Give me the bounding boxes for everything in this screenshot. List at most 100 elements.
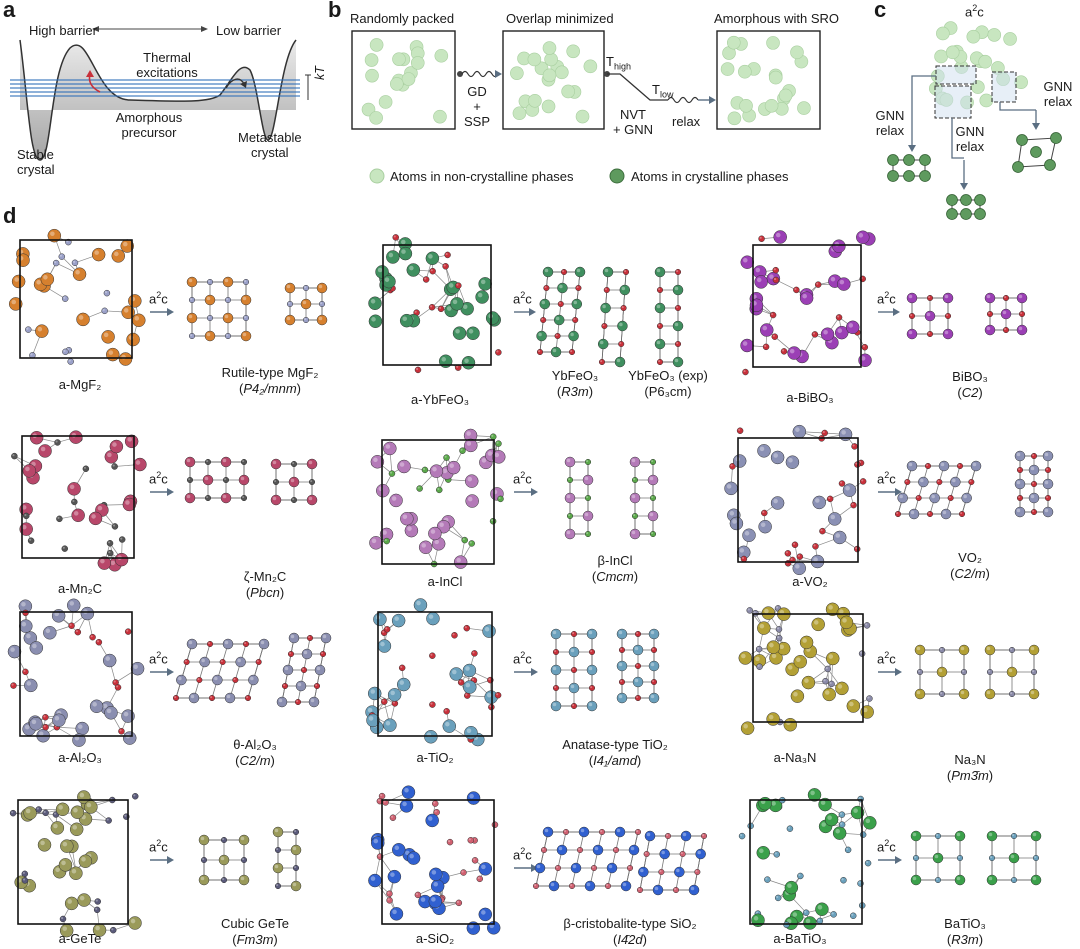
atom-highlight bbox=[11, 683, 14, 686]
atom-highlight bbox=[910, 510, 915, 515]
atom-minor bbox=[814, 281, 822, 288]
atom-highlight bbox=[586, 496, 589, 499]
atom-highlight bbox=[586, 460, 589, 463]
arrow-head bbox=[531, 864, 538, 872]
atom-minor bbox=[188, 332, 196, 340]
atom-highlight bbox=[103, 332, 109, 338]
atom-highlight bbox=[288, 302, 291, 305]
atom-minor bbox=[584, 494, 592, 502]
a2c-label-r3c2: a2c bbox=[513, 650, 532, 667]
atom-minor bbox=[200, 856, 208, 864]
a2c-label-r3c1: a2c bbox=[149, 650, 168, 667]
atom-minor bbox=[467, 837, 474, 844]
atom-highlight bbox=[742, 341, 748, 346]
crystal-ybfeo3 bbox=[536, 266, 586, 358]
atom-highlight bbox=[795, 427, 800, 432]
atom-highlight bbox=[455, 328, 460, 334]
atom-highlight bbox=[477, 292, 483, 298]
atom-highlight bbox=[106, 818, 109, 821]
atom-highlight bbox=[956, 876, 961, 881]
atom-highlight bbox=[318, 284, 323, 289]
atom-highlight bbox=[896, 512, 899, 515]
atom-highlight bbox=[572, 632, 575, 635]
atom-major bbox=[69, 822, 84, 837]
atom-minor bbox=[22, 668, 29, 676]
atom-major bbox=[202, 474, 214, 486]
atom-minor bbox=[938, 646, 946, 654]
atom-major bbox=[766, 640, 781, 654]
atom-highlight bbox=[866, 861, 869, 864]
atom-highlight bbox=[95, 907, 98, 910]
atom-highlight bbox=[986, 690, 991, 695]
atom-highlight bbox=[272, 460, 277, 465]
atom-minor bbox=[220, 836, 228, 844]
atom-highlight bbox=[434, 539, 439, 545]
atom-highlight bbox=[186, 494, 191, 499]
atom-highlight bbox=[242, 460, 245, 463]
atom-highlight bbox=[820, 529, 823, 532]
crop-box-3 bbox=[991, 71, 1017, 103]
atom-highlight bbox=[69, 484, 75, 490]
atom-highlight bbox=[760, 522, 766, 528]
atom-minor bbox=[109, 926, 117, 934]
atom-major bbox=[288, 632, 300, 644]
atom-highlight bbox=[402, 316, 408, 321]
atom-highlight bbox=[498, 496, 501, 500]
atom-minor bbox=[196, 676, 203, 684]
atom-highlight bbox=[785, 551, 789, 554]
atom-highlight bbox=[649, 476, 654, 481]
atom-minor bbox=[1008, 690, 1016, 698]
atom-highlight bbox=[555, 334, 558, 337]
atom-major bbox=[464, 438, 478, 453]
atom-minor bbox=[859, 831, 867, 838]
atom-major bbox=[564, 492, 576, 504]
atom-major bbox=[629, 528, 641, 540]
atom-highlight bbox=[244, 280, 247, 283]
atom-major bbox=[648, 628, 660, 640]
atom-minor bbox=[618, 646, 626, 654]
atom-highlight bbox=[558, 846, 563, 851]
atom-major bbox=[757, 621, 771, 635]
atom-highlight bbox=[402, 514, 408, 520]
atom-minor bbox=[756, 663, 763, 670]
atom-highlight bbox=[468, 329, 474, 334]
atom-highlight bbox=[905, 480, 908, 483]
atom-minor bbox=[634, 694, 642, 702]
atom-highlight bbox=[466, 431, 471, 436]
atom-highlight bbox=[1032, 510, 1035, 513]
unit-cell bbox=[639, 835, 705, 891]
atom-minor bbox=[101, 307, 108, 315]
atom-highlight bbox=[481, 458, 487, 463]
atom-highlight bbox=[813, 544, 816, 547]
crop-box-2 bbox=[934, 85, 972, 119]
atom-major bbox=[220, 492, 232, 504]
atom-highlight bbox=[112, 442, 117, 447]
atom-highlight bbox=[62, 841, 68, 847]
atom-highlight bbox=[446, 306, 452, 311]
atom-major bbox=[124, 434, 139, 449]
atom-major bbox=[270, 458, 282, 470]
atom-major bbox=[368, 873, 382, 888]
atom-major bbox=[461, 355, 476, 370]
atom-highlight bbox=[839, 279, 845, 285]
atom-highlight bbox=[586, 882, 591, 887]
atom-highlight bbox=[402, 801, 407, 807]
atom-major bbox=[906, 460, 918, 472]
atom-noncrystalline bbox=[966, 29, 981, 44]
atom-highlight bbox=[54, 715, 60, 721]
atom-highlight bbox=[759, 236, 762, 239]
atom-highlight bbox=[674, 322, 679, 327]
atom-major bbox=[377, 639, 392, 653]
atom-highlight bbox=[772, 334, 775, 337]
atom-highlight bbox=[250, 676, 254, 681]
atom-highlight bbox=[755, 656, 760, 662]
atom-minor bbox=[793, 286, 800, 294]
a2c-label-r1c3: a2c bbox=[877, 290, 896, 307]
atom-minor bbox=[302, 284, 310, 292]
atom-minor bbox=[944, 312, 952, 320]
overlap-minimized-box bbox=[502, 30, 605, 130]
atom-major bbox=[1006, 666, 1018, 678]
atom-highlight bbox=[108, 541, 111, 544]
